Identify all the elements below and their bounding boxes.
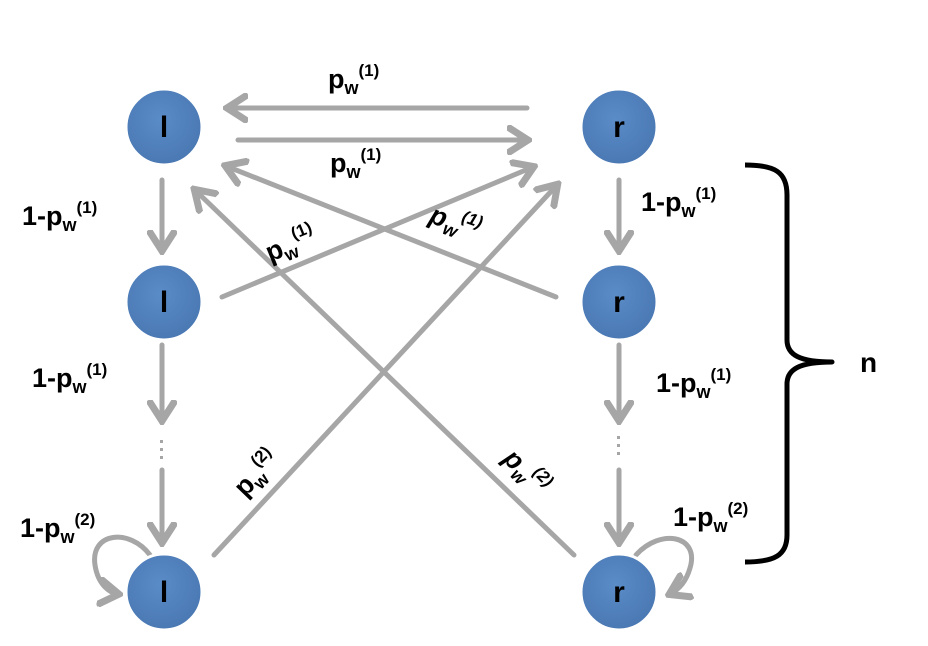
node-left-bottom: l xyxy=(124,552,204,632)
node-right-bottom-label: r xyxy=(613,576,625,609)
label-top-forward: pw(1) xyxy=(330,145,381,182)
node-right-bottom: r xyxy=(579,552,659,632)
label-left-down-2: 1-pw(1) xyxy=(32,360,107,397)
svg-text:1-pw(1): 1-pw(1) xyxy=(641,184,716,221)
label-top-back: pw(1) xyxy=(328,61,379,98)
node-left-mid-label: l xyxy=(160,286,168,319)
node-right-mid: r xyxy=(579,262,659,342)
svg-text:pw(1): pw(1) xyxy=(424,196,486,249)
svg-text:1-pw(1): 1-pw(1) xyxy=(32,360,107,397)
brace-label-n: n xyxy=(860,347,877,378)
arrows xyxy=(92,108,692,594)
label-diag-left-bottom: pw(2) xyxy=(226,442,288,505)
label-left-self-loop: 1-pw(2) xyxy=(20,510,95,547)
self-loop-left xyxy=(92,534,153,594)
svg-text:pw(2): pw(2) xyxy=(494,440,557,503)
label-left-down-1: 1-pw(1) xyxy=(22,198,97,235)
svg-text:pw(1): pw(1) xyxy=(330,145,381,182)
left-ellipsis xyxy=(160,440,163,459)
node-right-top: r xyxy=(579,87,659,167)
label-right-down-2: 1-pw(1) xyxy=(656,365,731,402)
svg-text:pw(2): pw(2) xyxy=(226,442,288,505)
node-left-top-label: l xyxy=(160,111,168,144)
arrow-right-bottom-to-left-top xyxy=(195,190,577,558)
node-right-mid-label: r xyxy=(613,286,625,319)
svg-text:1-pw(2): 1-pw(2) xyxy=(20,510,95,547)
node-left-mid: l xyxy=(124,262,204,342)
arrow-right-mid-to-left-top xyxy=(226,166,559,300)
arrow-left-mid-to-right-top xyxy=(219,167,533,300)
label-right-down-1: 1-pw(1) xyxy=(641,184,716,221)
label-diag-right-bottom: pw(2) xyxy=(494,440,558,503)
node-left-bottom-label: l xyxy=(160,576,168,609)
self-loop-right xyxy=(633,536,692,594)
node-right-top-label: r xyxy=(613,111,625,144)
label-right-self-loop: 1-pw(2) xyxy=(673,499,748,536)
svg-text:1-pw(1): 1-pw(1) xyxy=(656,365,731,402)
node-left-top: l xyxy=(124,87,204,167)
right-ellipsis xyxy=(617,436,620,455)
curly-brace xyxy=(744,162,835,565)
svg-text:1-pw(1): 1-pw(1) xyxy=(22,198,97,235)
label-diag-right-mid: pw(1) xyxy=(424,196,486,249)
svg-text:pw(1): pw(1) xyxy=(328,61,379,98)
svg-text:1-pw(2): 1-pw(2) xyxy=(673,499,748,536)
